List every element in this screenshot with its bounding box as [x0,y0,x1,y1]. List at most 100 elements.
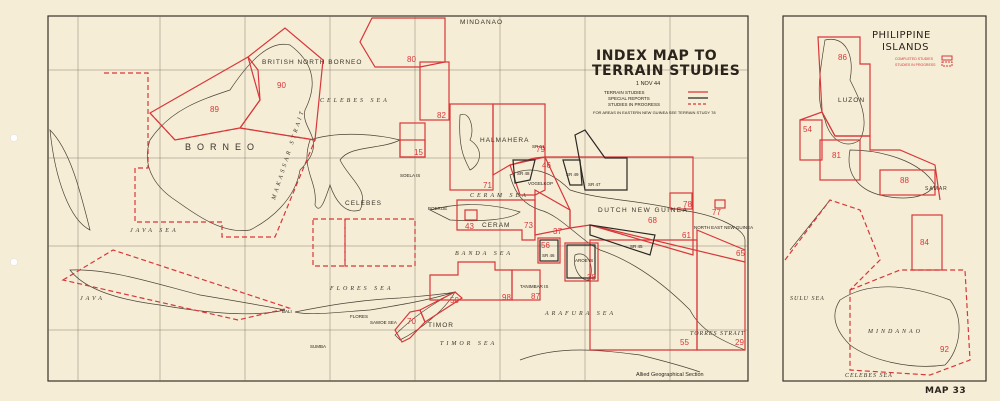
study-area-55[interactable] [589,239,698,351]
inset-area-81[interactable] [819,139,861,181]
map-label: SAWOE SEA [370,320,397,325]
study-area-78[interactable] [669,192,693,210]
label-70: 70 [407,317,416,326]
study-numbers: 89 90 80 82 15 71 79 46 73 43 37 56 38 9… [210,55,745,347]
progress-area-borneo-west[interactable] [104,72,316,238]
legend-note: FOR AREAS IN EASTERN NEW GUINEA SEE TERR… [593,110,716,115]
map-label: NORTH EAST NEW GUINEA [694,225,753,230]
place-names: BRITISH NORTH BORNEO BORNEO CELEBES HALM… [80,19,753,349]
label-65: 65 [736,249,745,258]
map-label: SR 48 [517,171,530,176]
map-number: MAP 33 [925,386,966,396]
label-79: 79 [536,145,545,154]
legend-terrain-studies: TERRAIN STUDIES [604,90,645,95]
special-report-sr49[interactable] [562,159,583,186]
map-label: CERAM SEA [470,193,529,199]
progress-area-celebes-se[interactable] [344,218,416,267]
progress-area-celebes-sw[interactable] [312,218,346,267]
label-82: 82 [437,111,446,120]
map-label: BOEROE [428,206,447,211]
label-98: 98 [502,293,511,302]
map-label: 84 [920,238,929,247]
map-label: TIMOR [428,322,454,329]
map-label: FLORES [350,314,368,319]
map-label: TORRES STRAIT [690,331,745,337]
credit: Allied Geographical Section [636,372,704,378]
map-label: FLORES SEA [329,286,394,292]
legend-special-reports: SPECIAL REPORTS [608,96,650,101]
progress-area-java[interactable] [61,249,292,321]
study-area-82[interactable] [419,61,450,121]
label-71: 71 [483,181,492,190]
map-label: BANDA SEA [455,251,513,257]
special-report-sr48[interactable] [512,159,536,184]
map-shape [834,286,960,367]
study-area-38[interactable] [564,242,599,282]
map-shape [519,349,701,373]
inset-area-86[interactable] [817,36,871,137]
map-label: BRITISH NORTH BORNEO [262,59,362,66]
map-shape [941,55,953,61]
map-shape [294,291,456,315]
map-label: SR 47 [588,182,601,187]
map-shape [394,291,456,341]
map-shape [789,38,960,367]
binder-hole [10,134,18,142]
special-report-sr-aroe[interactable] [566,244,596,279]
map-label: SUMBA [310,344,326,349]
map-label: BORNEO [185,142,260,152]
map-label: SOELA IS [400,173,420,178]
main-map: 89 90 80 82 15 71 79 46 73 43 37 56 38 9… [47,15,753,382]
study-area-71[interactable] [449,103,494,191]
map-title-line1: INDEX MAP TO [596,48,717,64]
map-shape [147,43,314,231]
map-label: TANIMBAR IS [520,284,548,289]
label-55: 55 [680,338,689,347]
study-area-65[interactable] [589,224,746,263]
special-report-sr46[interactable] [539,239,559,262]
inset-area-92[interactable] [849,269,971,376]
inset-title-line1: PHILIPPINE [872,30,931,41]
special-report-sr47[interactable] [574,129,628,191]
study-area-15[interactable] [399,139,426,158]
map-label: CELEBES SEA [845,373,893,379]
label-78: 78 [683,200,692,209]
study-area-79[interactable] [492,103,546,177]
map-label: CELEBES [345,200,382,207]
label-37: 37 [553,227,562,236]
map-label: SR 45 [630,244,643,249]
label-68: 68 [648,216,657,225]
map-label: SULU SEA [790,296,825,302]
map-label: 86 [838,53,847,62]
special-report-areas [512,129,656,279]
study-area-77[interactable] [714,199,726,209]
study-area-43[interactable] [464,209,478,221]
label-89: 89 [210,105,219,114]
map-shape [799,111,941,201]
study-area-87[interactable] [511,269,541,301]
study-area-29[interactable] [696,229,746,351]
map-shape [784,199,881,291]
label-61: 61 [682,231,691,240]
map-label: LUZON [838,97,865,104]
map-label: 81 [832,151,841,160]
map-shape [428,204,521,222]
inset-legend-completed: COMPLETED STUDIES [895,57,934,61]
map-label: CELEBES SEA [320,98,390,104]
study-area-98[interactable] [429,261,513,301]
map-label: HALMAHERA [480,137,529,144]
map-shape [459,113,480,171]
map-label: TIMOR SEA [440,341,497,347]
study-area-80[interactable] [359,17,446,68]
special-report-sr45[interactable] [589,224,656,256]
label-56: 56 [541,241,550,250]
map-label: AROE IS [575,258,593,263]
study-area-56[interactable] [537,237,561,264]
map-label: 88 [900,176,909,185]
study-area-70[interactable] [394,309,426,343]
map-label: MAKASSAR STRAIT [271,108,306,201]
label-38: 38 [587,273,596,282]
inset-area-88[interactable] [879,169,936,196]
study-area-89[interactable] [149,56,261,141]
map-shape [47,15,749,382]
